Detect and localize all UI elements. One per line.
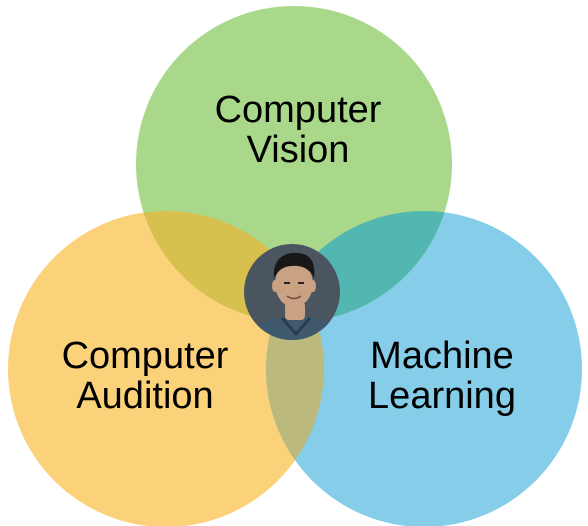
computer-vision-label: Computer Vision [183,90,413,170]
machine-learning-label-line-2: Learning [368,375,516,417]
computer-audition-label: Computer Audition [30,336,260,416]
computer-vision-label-line-2: Vision [246,129,350,171]
computer-audition-label-line-1: Computer [61,335,229,377]
machine-learning-label: Machine Learning [327,336,557,416]
computer-audition-label-line-2: Audition [76,375,214,417]
machine-learning-label-line-1: Machine [370,335,514,377]
computer-vision-label-line-1: Computer [214,89,382,131]
vision-learning-overlap [266,211,452,322]
